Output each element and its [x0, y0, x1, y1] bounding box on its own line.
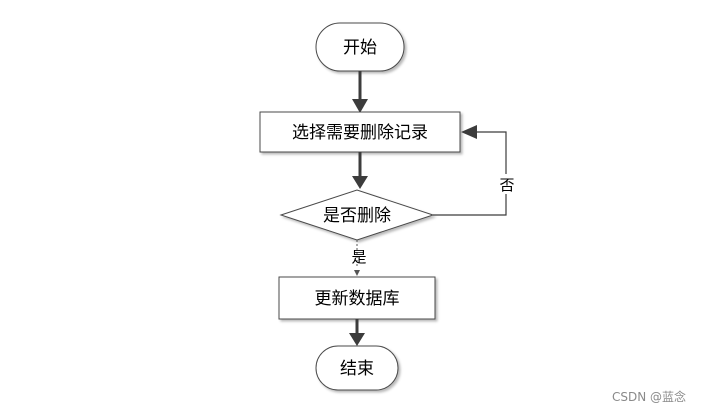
decision-label: 是否删除	[323, 206, 391, 226]
select-record-label: 选择需要删除记录	[292, 123, 428, 143]
select-record-node: 选择需要删除记录	[259, 111, 461, 153]
decision-node: 是否删除	[279, 189, 435, 241]
arrow-select-to-decision	[352, 152, 368, 189]
end-node: 结束	[315, 345, 399, 391]
arrow-start-to-select	[352, 71, 368, 113]
no-branch-label: 否	[499, 176, 514, 194]
start-node: 开始	[315, 22, 405, 72]
yes-branch-connector: 是	[351, 240, 367, 276]
arrow-update-to-end	[349, 319, 365, 346]
update-database-label: 更新数据库	[315, 289, 400, 309]
update-database-node: 更新数据库	[278, 276, 436, 320]
watermark-text: CSDN @蓝念	[612, 389, 686, 404]
no-branch-connector: 否	[433, 125, 518, 216]
yes-branch-label: 是	[351, 248, 366, 266]
start-node-label: 开始	[343, 38, 377, 58]
end-node-label: 结束	[340, 359, 374, 379]
